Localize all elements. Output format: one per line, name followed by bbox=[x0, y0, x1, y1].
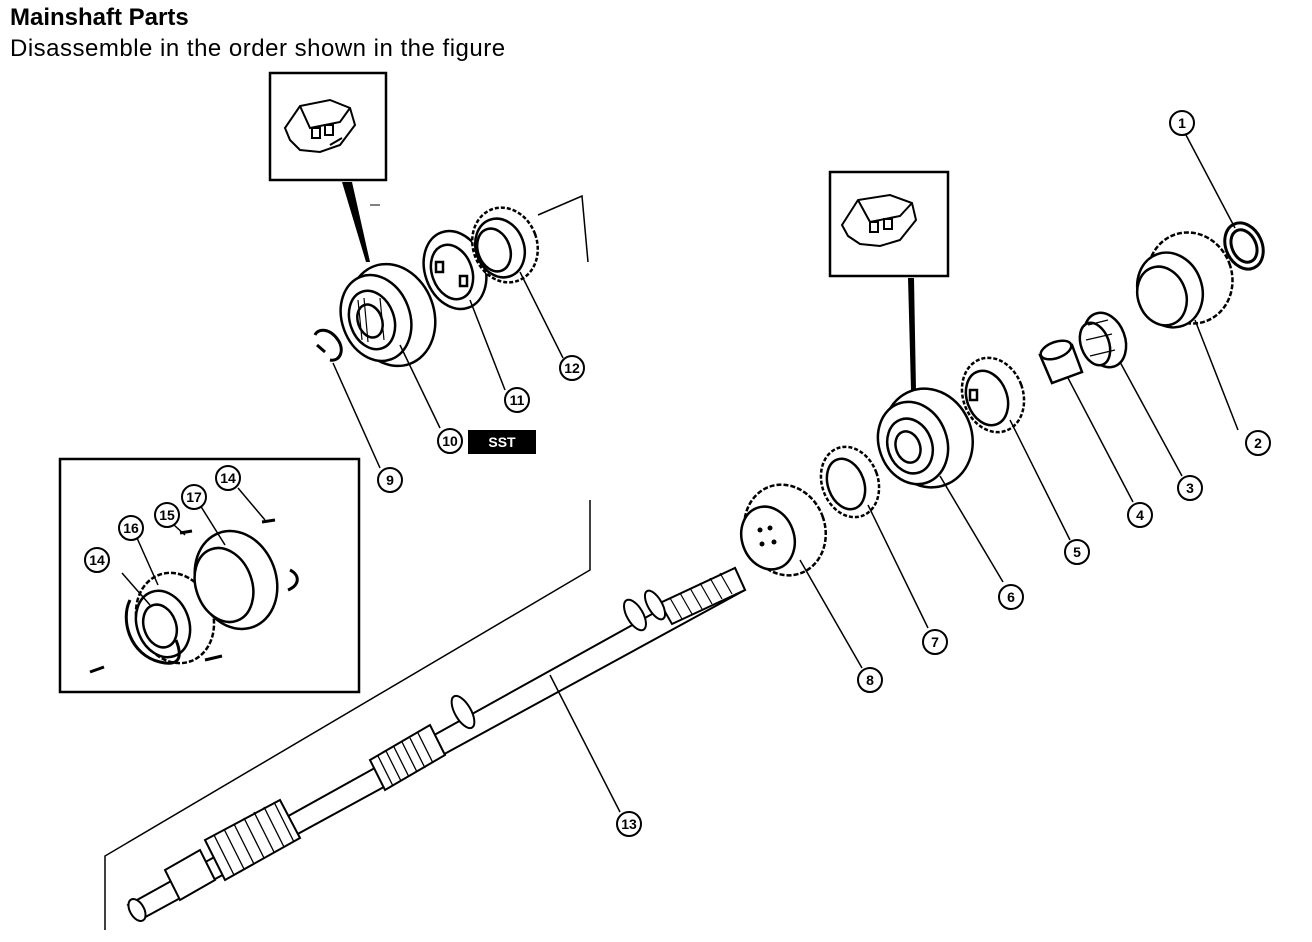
callout-6: 6 bbox=[998, 584, 1024, 610]
leader-lines bbox=[121, 134, 1239, 813]
svg-text:17: 17 bbox=[186, 489, 202, 505]
svg-text:4: 4 bbox=[1136, 507, 1144, 523]
part-7-synchro-ring bbox=[819, 445, 881, 519]
callout-2: 2 bbox=[1245, 430, 1271, 456]
svg-text:3: 3 bbox=[1186, 480, 1194, 496]
callout-1: 1 bbox=[1169, 110, 1195, 136]
part-9-snap-ring bbox=[313, 328, 343, 362]
callout-17: 17 bbox=[181, 484, 207, 510]
inset-box-left bbox=[268, 71, 388, 262]
page-title: Mainshaft Parts bbox=[10, 4, 189, 31]
callout-14a: 14 bbox=[84, 547, 110, 573]
part-12-gear bbox=[470, 206, 540, 284]
svg-text:12: 12 bbox=[564, 360, 580, 376]
svg-text:10: 10 bbox=[442, 433, 458, 449]
part-2-gear bbox=[1135, 231, 1234, 329]
callout-11: 11 bbox=[504, 387, 530, 413]
svg-text:8: 8 bbox=[866, 672, 874, 688]
callout-14b: 14 bbox=[215, 465, 241, 491]
puller-tool-icon bbox=[840, 193, 918, 248]
svg-text:11: 11 bbox=[510, 392, 525, 408]
svg-text:2: 2 bbox=[1254, 435, 1262, 451]
part-4-sleeve bbox=[1038, 339, 1084, 385]
callout-3: 3 bbox=[1177, 475, 1203, 501]
callout-12: 12 bbox=[559, 355, 585, 381]
part-8-gear bbox=[739, 483, 827, 577]
detail-box-synchronizer bbox=[58, 457, 361, 694]
svg-text:14: 14 bbox=[220, 470, 236, 486]
callout-9: 9 bbox=[377, 467, 403, 493]
callout-13: 13 bbox=[616, 811, 642, 837]
part-3-needle-bearing bbox=[1078, 311, 1128, 369]
callout-16: 16 bbox=[118, 515, 144, 541]
puller-tool-icon bbox=[283, 98, 357, 154]
svg-text:7: 7 bbox=[931, 634, 939, 650]
part-5-synchro-ring bbox=[960, 356, 1026, 434]
assembly-bracket bbox=[104, 194, 591, 930]
callout-10: 10 bbox=[437, 428, 463, 454]
svg-text:9: 9 bbox=[386, 472, 394, 488]
callout-15: 15 bbox=[154, 502, 180, 528]
svg-text:14: 14 bbox=[89, 552, 105, 568]
part-11-synchro-ring bbox=[422, 229, 488, 311]
callout-4: 4 bbox=[1127, 502, 1153, 528]
page-subtitle: Disassemble in the order shown in the fi… bbox=[10, 35, 506, 62]
callout-5: 5 bbox=[1064, 539, 1090, 565]
svg-text:5: 5 bbox=[1073, 544, 1081, 560]
svg-text:13: 13 bbox=[621, 816, 637, 832]
sst-badge: SST bbox=[468, 430, 536, 454]
mainshaft bbox=[126, 566, 747, 922]
svg-text:6: 6 bbox=[1007, 589, 1015, 605]
callout-8: 8 bbox=[857, 667, 883, 693]
callout-7: 7 bbox=[922, 629, 948, 655]
svg-text:SST: SST bbox=[488, 434, 516, 450]
part-1-thrust-washer bbox=[1223, 221, 1265, 271]
callouts: 1 2 3 4 5 6 7 8 9 10 11 12 13 14 16 15 1… bbox=[84, 110, 1271, 837]
svg-text:16: 16 bbox=[123, 520, 139, 536]
svg-text:1: 1 bbox=[1178, 115, 1186, 131]
inset-box-right bbox=[828, 170, 950, 390]
svg-text:15: 15 bbox=[159, 507, 175, 523]
